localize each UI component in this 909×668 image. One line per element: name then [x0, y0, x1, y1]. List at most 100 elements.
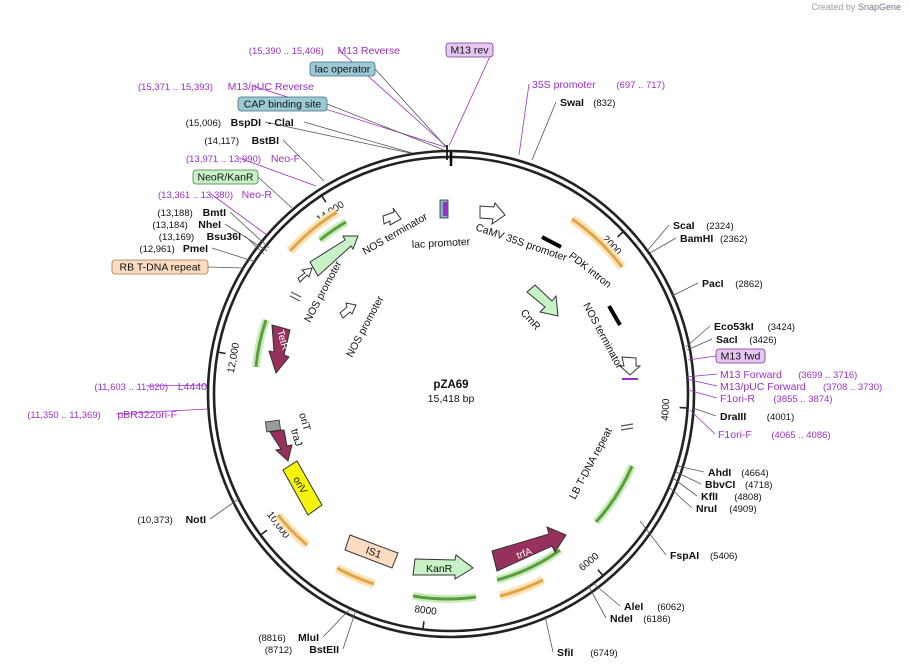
enzyme-leader — [264, 121, 411, 154]
enzyme-site: PmeI(12,961) — [139, 243, 208, 255]
orf-arc — [499, 578, 544, 598]
feature-box: lac operator — [309, 61, 376, 77]
primer-label: M13 Reverse(15,390 .. 15,406) — [249, 45, 400, 57]
feature-box: M13 rev — [445, 42, 494, 58]
primer-leader — [238, 157, 317, 187]
primer-range: (4065 .. 4086) — [771, 430, 830, 441]
feature-box: M13 fwd — [715, 348, 766, 364]
tick-mark — [597, 569, 604, 576]
enzyme-leader — [303, 121, 413, 154]
enzyme-site: SwaI(832) — [560, 97, 615, 109]
primer-leader — [115, 408, 208, 415]
feature-box-bg — [715, 348, 766, 364]
orf-arc — [276, 514, 308, 547]
enzyme-name: Bsu36I — [207, 231, 242, 243]
enzyme-site: BmtI(13,188) — [157, 207, 226, 219]
enzyme-position: (2862) — [735, 279, 762, 290]
orf-arc — [412, 594, 477, 601]
primer-range: (3699 .. 3716) — [798, 370, 857, 381]
enzyme-position: (3426) — [749, 335, 776, 346]
primer-leader — [687, 389, 718, 399]
enzyme-leader — [282, 139, 325, 182]
feature-label: CmR — [518, 307, 543, 333]
cmr-arrow — [526, 284, 559, 317]
kanr-arrow — [412, 554, 474, 580]
feature-box-label: NeoR/KanR — [197, 172, 253, 184]
enzyme-site: BspDI(15,006) — [186, 117, 261, 129]
enzyme-position: (6749) — [590, 648, 617, 659]
tick-mark — [617, 231, 624, 238]
primer-range: (11,603 .. 11,620) — [94, 382, 168, 393]
primer-range: (697 .. 717) — [616, 80, 665, 91]
lb-repeat-mark — [620, 427, 634, 431]
enzyme-site: BstBI(14,117) — [204, 135, 279, 147]
m13rev-site — [443, 202, 448, 216]
feature-label: IS1 — [364, 545, 383, 562]
primer-name: pBR322ori-F — [117, 409, 177, 421]
enzyme-leader — [531, 101, 557, 161]
enzyme-site: NotI(10,373) — [137, 514, 206, 526]
pdk-intron-bar — [541, 235, 562, 249]
enzyme-position: (3424) — [768, 322, 795, 333]
enzyme-site: NdeI(6186) — [610, 613, 671, 625]
primer-name: F1ori-R — [720, 393, 755, 405]
feature-box-bg — [192, 169, 259, 185]
feature-box: CAP binding site — [237, 96, 328, 112]
primer-name: L4440 — [178, 381, 207, 393]
orf-arcs — [252, 208, 636, 603]
enzyme-name: KflI — [701, 491, 718, 503]
enzyme-position: (4808) — [734, 492, 761, 503]
feature-box-label: M13 rev — [451, 45, 490, 57]
enzyme-leader — [639, 520, 667, 556]
tick-label: 4000 — [660, 398, 672, 421]
enzyme-name: PmeI — [183, 243, 208, 255]
enzyme-site: NheI(13,184) — [152, 219, 221, 231]
orf-arc — [571, 217, 624, 268]
enzyme-name: PacI — [702, 278, 724, 290]
enzyme-site: MluI(8816) — [258, 632, 319, 644]
enzyme-name: AleI — [624, 601, 643, 613]
feature-box: RB T-DNA repeat — [111, 259, 209, 275]
enzyme-site: BamHI(2362) — [680, 233, 747, 245]
nos-promoter-small — [297, 267, 313, 283]
enzyme-site: - ClaI — [268, 117, 294, 129]
enzyme-leader — [668, 486, 693, 509]
plasmid-length: 15,418 bp — [428, 393, 475, 405]
primer-range: (11,350 .. 11,369) — [27, 410, 101, 421]
feature-label: NOS terminator — [580, 301, 625, 371]
feature-shapes — [264, 145, 642, 580]
enzyme-position: (5406) — [710, 551, 737, 562]
enzyme-leader — [671, 282, 699, 297]
rb-repeat-mark — [290, 291, 302, 298]
primer-leader — [685, 378, 718, 387]
enzyme-leader — [649, 237, 677, 254]
primer-range: (13,361 .. 13,380) — [158, 190, 233, 201]
enzyme-name: BamHI — [680, 233, 713, 245]
enzyme-name: - ClaI — [268, 117, 294, 129]
feature-box-bg — [445, 42, 494, 58]
enzyme-site: NruI(4909) — [696, 503, 757, 515]
tetr-arrow — [268, 324, 291, 375]
feature-box-bg — [309, 61, 376, 77]
nos-terminator-arrow — [382, 207, 402, 226]
enzyme-site: DraIII(4001) — [720, 411, 794, 423]
credit-prefix: Created by — [811, 2, 856, 12]
is1-shape — [344, 534, 399, 569]
feature-box-label: lac operator — [315, 64, 371, 76]
enzyme-site: PacI (2862) — [702, 278, 763, 290]
orit-mark — [264, 419, 282, 433]
enzyme-name: BbvCI — [705, 479, 735, 491]
primer-label: M13/pUC Forward(3708 .. 3730) — [720, 381, 882, 393]
enzyme-name: AhdI — [708, 467, 731, 479]
enzyme-site: BstEII(8712) — [265, 644, 339, 656]
enzyme-position: (6186) — [643, 614, 670, 625]
feature-label: oriT — [296, 412, 313, 433]
feature-box-label: M13 fwd — [721, 351, 761, 363]
primer-range: (3708 .. 3730) — [823, 382, 882, 393]
enzyme-site: AhdI(4664) — [708, 467, 769, 479]
snapgene-logo: SnapGene — [857, 2, 901, 12]
enzyme-leader — [685, 325, 711, 348]
orf-arc — [288, 210, 338, 253]
enzyme-name: Eco53kI — [714, 321, 754, 333]
